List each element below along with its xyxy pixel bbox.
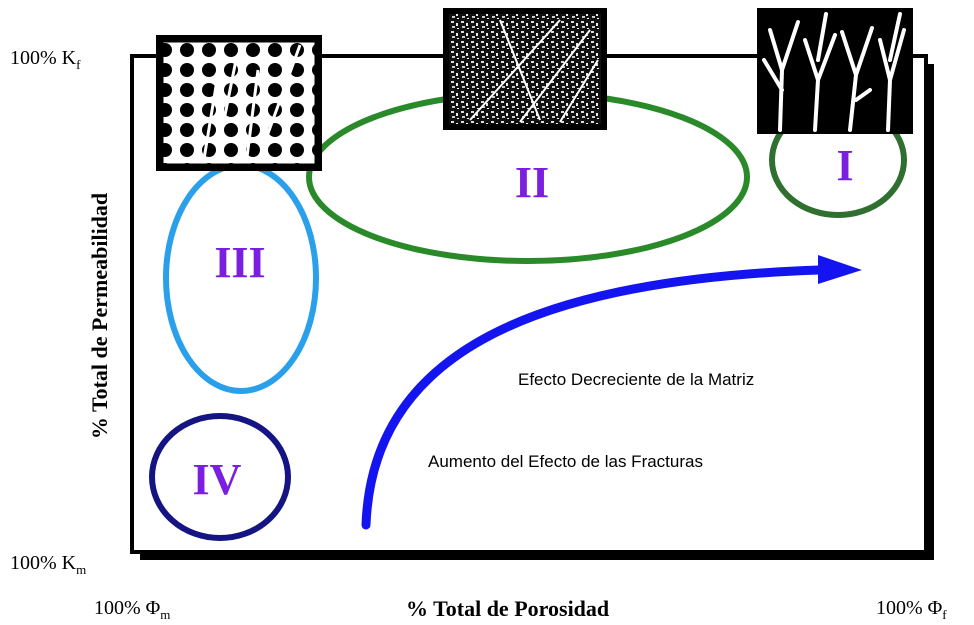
fracture-network-image [757, 8, 913, 134]
region-i-label: I [836, 141, 853, 190]
matrix-effect-annotation: Efecto Decreciente de la Matriz [518, 370, 754, 389]
fracture-effect-annotation: Aumento del Efecto de las Fracturas [428, 452, 703, 471]
x-axis-right-label: 100% Φf [876, 597, 947, 622]
region-iii-label: III [214, 238, 265, 287]
region-ii-label: II [515, 158, 549, 207]
x-axis-title: % Total de Porosidad [406, 596, 610, 621]
y-axis-top-label: 100% Kf [10, 47, 81, 72]
x-axis-left-label: 100% Φm [94, 597, 171, 622]
y-axis-bottom-label: 100% Km [10, 552, 87, 577]
trend-arrow-head [818, 255, 862, 284]
plot-frame [130, 54, 928, 554]
vuggy-matrix-image [156, 35, 322, 171]
trend-arrow-shaft [361, 265, 825, 530]
region-iv-ellipse [149, 413, 291, 541]
mixed-fracture-image [443, 8, 607, 130]
region-iv-label: IV [193, 455, 242, 504]
